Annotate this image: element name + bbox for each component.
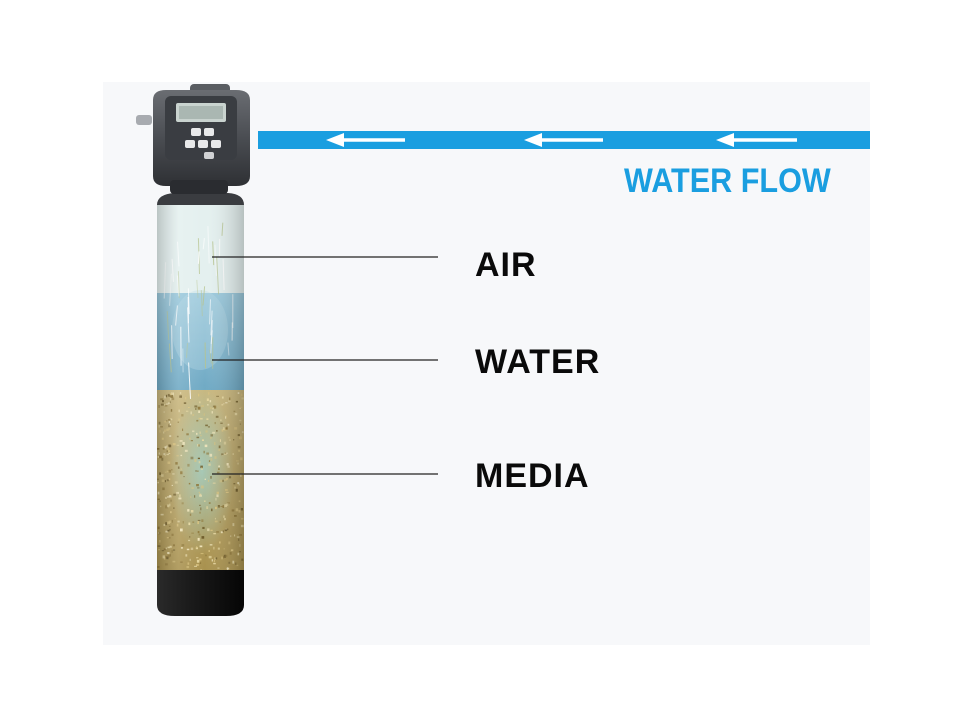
tank-top-cap xyxy=(157,193,244,205)
control-valve-head-icon xyxy=(136,84,250,194)
leader-lines xyxy=(212,256,438,475)
flow-arrows xyxy=(326,133,797,147)
left-arrow-icon xyxy=(326,133,405,147)
left-arrow-icon xyxy=(524,133,603,147)
tank-base xyxy=(157,570,244,616)
media-label: MEDIA xyxy=(475,457,590,495)
tank-body xyxy=(157,205,245,573)
air-label: AIR xyxy=(475,246,537,284)
left-arrow-icon xyxy=(716,133,797,147)
water-flow-label: WATER FLOW xyxy=(624,162,831,200)
water-label: WATER xyxy=(475,343,601,381)
